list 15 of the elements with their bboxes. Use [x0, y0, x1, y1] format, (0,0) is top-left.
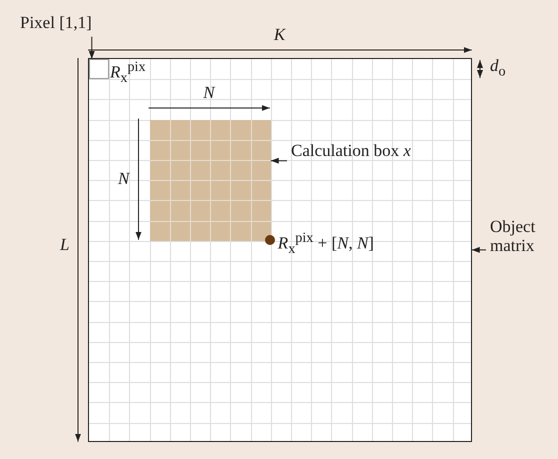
point-label: R$_{x}$$^{pix}$ + [N, N] — [278, 230, 374, 258]
leader-line — [88, 36, 95, 60]
calculation-box — [150, 120, 271, 241]
dimension-label: K — [274, 26, 286, 45]
dimension-label: N — [118, 170, 130, 189]
dimension-label: N — [203, 84, 215, 103]
callout-label: Pixel [1,1] — [20, 14, 92, 33]
dimension-label: L — [60, 236, 70, 255]
leader-line — [471, 246, 486, 253]
corner-pixel — [89, 59, 110, 80]
callout-label: Object matrix — [490, 218, 552, 256]
leader-line — [270, 158, 288, 164]
dimension-label: d$_{o}$ — [490, 57, 506, 80]
object-matrix-grid — [88, 58, 472, 442]
callout-label: Calculation box x — [291, 142, 411, 161]
